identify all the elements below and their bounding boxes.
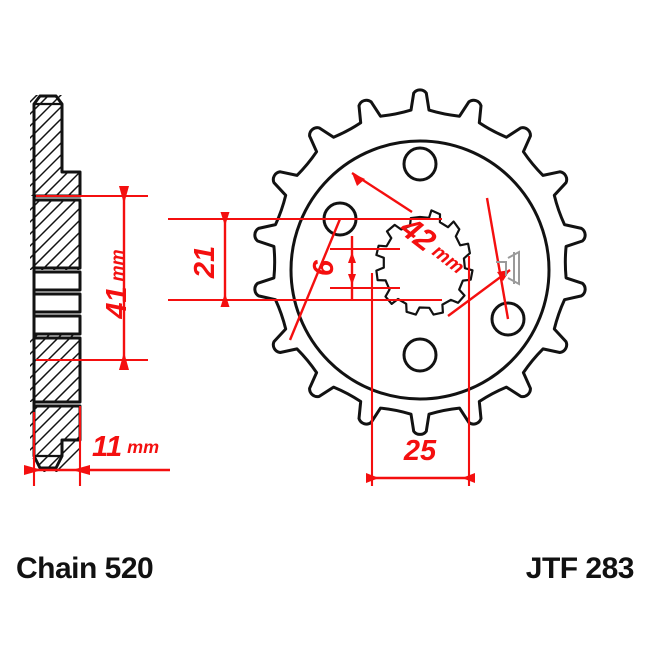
bolt-hole-bottom	[402, 337, 438, 373]
dimension-42mm: 42mm	[288, 171, 520, 341]
dimension-41mm: 41mm	[36, 186, 148, 370]
dimension-label-41mm: 41mm	[101, 249, 133, 319]
bolt-hole-bottom-right	[490, 301, 526, 337]
hub-boundary-circle	[289, 139, 551, 401]
part-number-label: JTF 283	[526, 552, 634, 585]
hatch-upper-body	[30, 200, 80, 270]
sprocket-teeth-outline	[253, 88, 587, 436]
dimension-21: 21	[168, 212, 442, 307]
dimension-label-25: 25	[403, 435, 437, 467]
dimension-label-6: 6	[308, 259, 340, 276]
reference-mark-icon	[496, 250, 520, 286]
dimension-label-21: 21	[189, 246, 221, 279]
bolt-hole-top	[402, 146, 438, 182]
section-internal-edges	[32, 102, 82, 458]
splined-bore	[375, 209, 474, 316]
chain-label: Chain 520	[16, 552, 153, 585]
dimension-6: 6	[308, 236, 400, 300]
dimension-25: 25	[366, 256, 475, 486]
front-face-view: 21 6	[168, 88, 587, 486]
